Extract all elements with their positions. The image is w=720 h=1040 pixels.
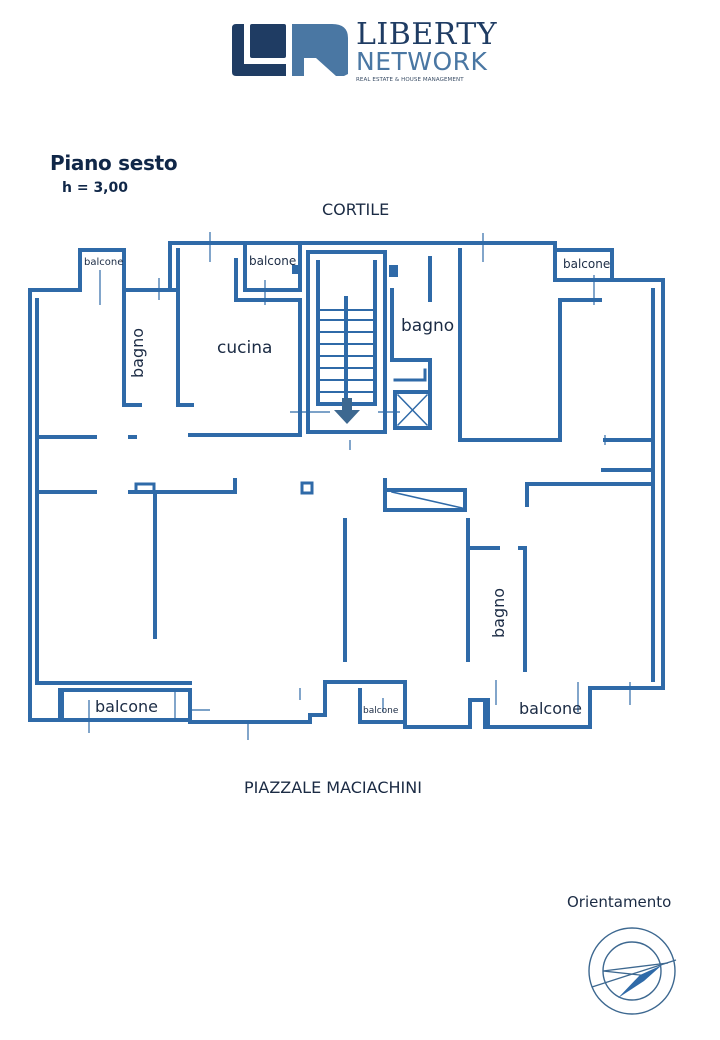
- room-label-balcone-s: balcone: [363, 706, 399, 716]
- room-label-cucina: cucina: [217, 338, 273, 358]
- stair-direction-arrow-icon: [334, 398, 360, 424]
- floor-title: Piano sesto: [50, 151, 178, 175]
- brand-name-line1: LIBERTY: [356, 17, 498, 52]
- street-label: PIAZZALE MACIACHINI: [244, 778, 422, 797]
- room-label-bagno-n: bagno: [401, 316, 455, 336]
- room-label-bagno-w: bagno: [128, 327, 147, 378]
- room-label-balcone-ne: balcone: [563, 257, 611, 271]
- ceiling-height: h = 3,00: [62, 180, 128, 196]
- brand-tagline: REAL ESTATE & HOUSE MANAGEMENT: [356, 77, 464, 83]
- orientation-label: Orientamento: [567, 893, 672, 911]
- compass-icon: [588, 927, 677, 1015]
- brand-name-line2: NETWORK: [356, 47, 488, 76]
- liberty-network-logo-icon: [232, 24, 348, 76]
- courtyard-label: CORTILE: [322, 200, 390, 219]
- room-label-balcone-n: balcone: [249, 254, 297, 268]
- brand-wordmark: LIBERTY NETWORK REAL ESTATE & HOUSE MANA…: [356, 17, 498, 84]
- room-label-balcone-nw: balcone: [84, 257, 124, 268]
- room-label-balcone-sw: balcone: [95, 697, 158, 716]
- room-label-bagno-se: bagno: [489, 587, 508, 638]
- brand-logo: LIBERTY NETWORK REAL ESTATE & HOUSE MANA…: [232, 17, 498, 84]
- room-label-balcone-se: balcone: [519, 699, 582, 718]
